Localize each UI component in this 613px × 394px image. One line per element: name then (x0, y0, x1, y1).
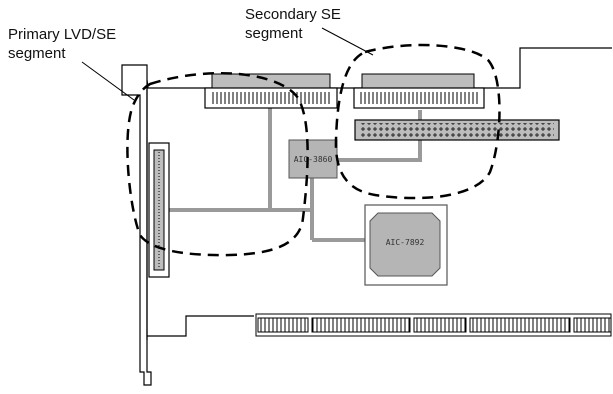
controller-chip: AIC-7892 (364, 204, 448, 286)
external-scsi-connector-icon (148, 142, 170, 278)
secondary-leader-line (321, 27, 374, 56)
bridge-chip-label: AIC-3860 (294, 155, 333, 164)
controller-chip-label: AIC-7892 (386, 238, 425, 247)
callout-leaders (81, 27, 374, 101)
pci-edge-connector-icon (255, 313, 612, 337)
internal-scsi-connector-secondary-icon (353, 73, 485, 109)
internal-scsi-connector-primary-icon (204, 73, 338, 109)
segment-regions (126, 43, 501, 257)
bridge-chip: AIC-3860 (288, 139, 338, 179)
signal-traces (160, 108, 422, 242)
primary-leader-line (81, 61, 135, 101)
primary-segment-region (126, 71, 309, 257)
ide-header-icon (354, 119, 560, 141)
secondary-segment-region (334, 43, 501, 200)
secondary-segment-label: Secondary SE segment (245, 6, 341, 42)
primary-segment-label: Primary LVD/SE segment (8, 26, 117, 62)
